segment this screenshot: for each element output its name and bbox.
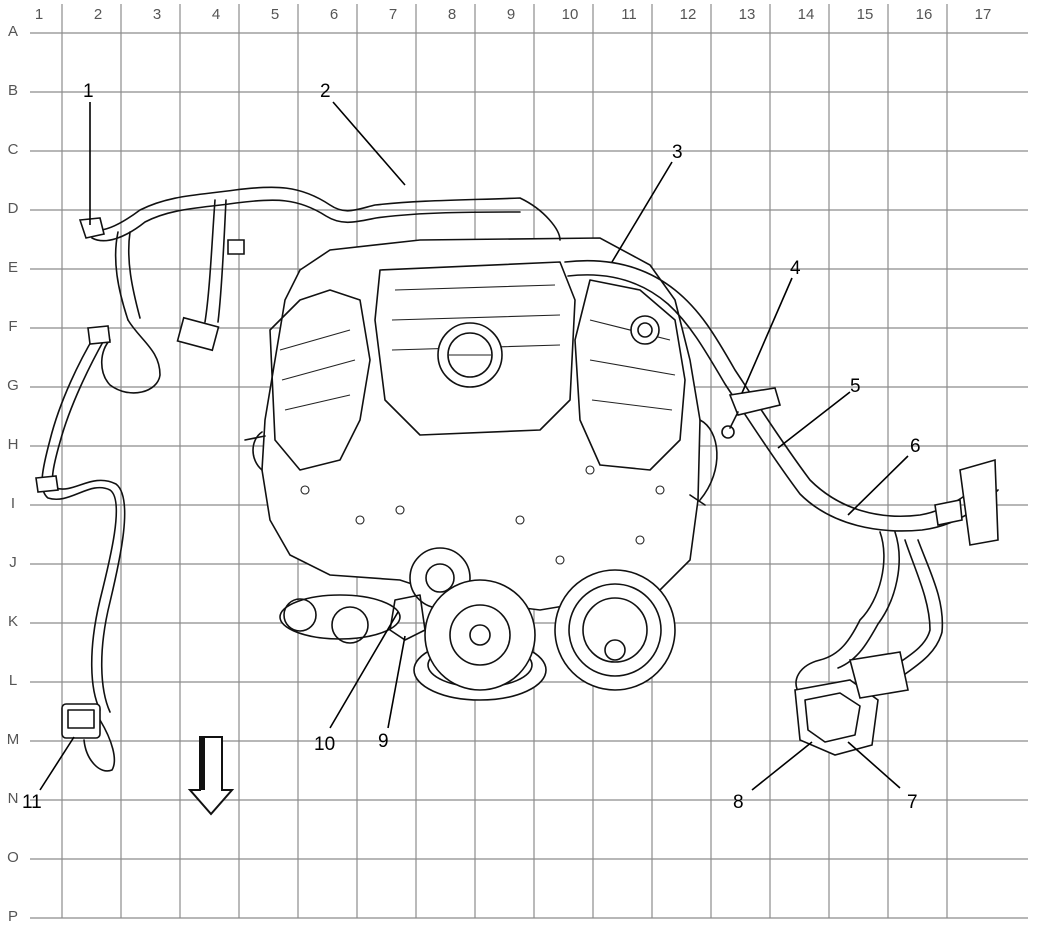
grid-column-label: 2 xyxy=(94,6,102,23)
grid-column-label: 12 xyxy=(680,6,697,23)
generator-pulley xyxy=(279,594,401,640)
callout-7: 7 xyxy=(907,792,918,813)
harness-clip-4 xyxy=(728,387,782,416)
grid-row-label: N xyxy=(8,790,19,807)
grid-row-label: B xyxy=(8,82,18,99)
grid-column-label: 10 xyxy=(562,6,579,23)
grid-row-label: I xyxy=(11,495,15,512)
engine-assembly xyxy=(244,237,718,701)
grid-row-label: H xyxy=(8,436,19,453)
grid-row-label: C xyxy=(8,141,19,158)
callout-2: 2 xyxy=(320,81,331,102)
callout-8: 8 xyxy=(733,792,744,813)
grid-row-label: J xyxy=(9,554,17,571)
grid-row-label: A xyxy=(8,23,18,40)
left-wiring-harness xyxy=(35,186,561,772)
grid-row-label: L xyxy=(9,672,17,689)
callout-4: 4 xyxy=(790,258,801,279)
water-pump-pulley xyxy=(424,579,536,691)
callout-labels: 1 2 3 4 5 6 7 8 9 10 11 xyxy=(22,81,921,813)
grid-column-label: 17 xyxy=(975,6,992,23)
grid-column-label: 4 xyxy=(212,6,220,23)
grid-column-label: 5 xyxy=(271,6,279,23)
grid-column-label: 7 xyxy=(389,6,397,23)
callout-leaders xyxy=(39,101,909,791)
grid-column-label: 15 xyxy=(857,6,874,23)
grid-row-label: G xyxy=(7,377,19,394)
grid-column-label: 6 xyxy=(330,6,338,23)
front-direction-arrow-icon xyxy=(187,736,235,816)
grid-row-label: F xyxy=(8,318,17,335)
grid-row-label: O xyxy=(7,849,19,866)
grid-column-label: 8 xyxy=(448,6,456,23)
grid-row-labels: A B C D E F G H I J K L M N O P xyxy=(7,23,20,925)
callout-6: 6 xyxy=(910,436,921,457)
harness-clip-1 xyxy=(78,217,105,239)
grid-row-label: M xyxy=(7,731,20,748)
connector-11-body xyxy=(61,703,101,739)
power-steering-pulley xyxy=(554,569,676,691)
grid-column-label: 9 xyxy=(507,6,515,23)
grid-column-label: 14 xyxy=(798,6,815,23)
callout-5: 5 xyxy=(850,376,861,397)
grid-column-label: 1 xyxy=(35,6,43,23)
grid-column-label: 16 xyxy=(916,6,933,23)
grid-column-label: 13 xyxy=(739,6,756,23)
callout-3: 3 xyxy=(672,142,683,163)
callout-11: 11 xyxy=(22,792,42,813)
callout-9: 9 xyxy=(378,731,389,752)
grid-row-label: P xyxy=(8,908,18,925)
callout-1: 1 xyxy=(83,81,94,102)
grid-column-label: 3 xyxy=(153,6,161,23)
right-wiring-harness xyxy=(564,259,999,756)
grid-column-label: 11 xyxy=(621,6,637,23)
grid-row-label: D xyxy=(8,200,19,217)
callout-10: 10 xyxy=(314,734,335,755)
grid-row-label: E xyxy=(8,259,18,276)
grid-row-label: K xyxy=(8,613,18,630)
